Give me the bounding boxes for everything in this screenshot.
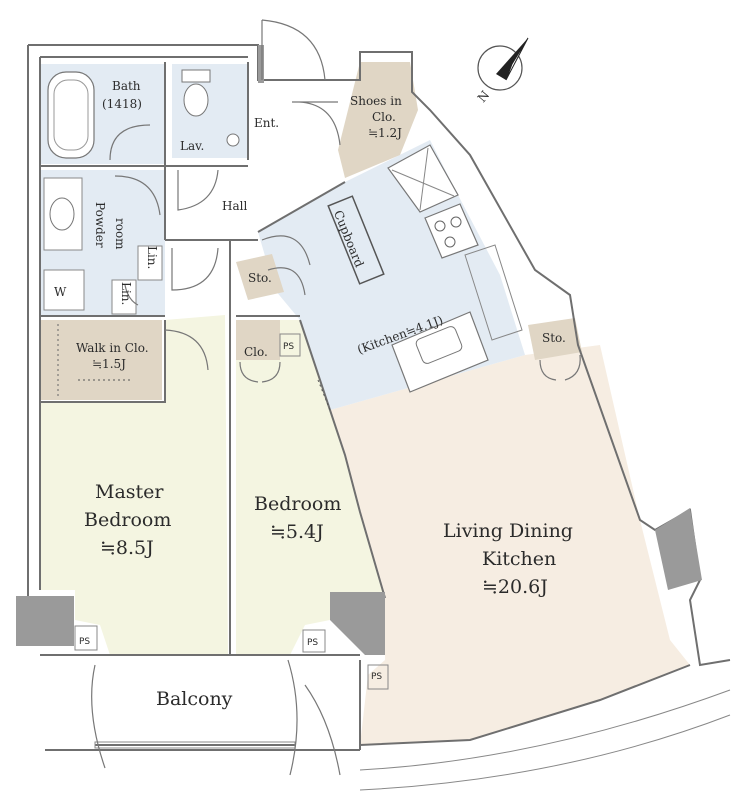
- column-mid: [330, 592, 385, 655]
- compass-ring: [477, 45, 523, 91]
- compass: N: [475, 37, 529, 105]
- entrance-label: Ent.: [254, 116, 279, 130]
- ldk-size: ≒20.6J: [482, 576, 548, 598]
- walk-in-closet-floor: [40, 320, 162, 400]
- closet-floor: [236, 320, 280, 360]
- vanity-sink: [49, 197, 75, 231]
- lav-sink: [226, 133, 240, 147]
- bedroom-size: ≒5.4J: [270, 521, 324, 543]
- kitchen-counter-back: [387, 144, 459, 213]
- compass-north-label: N: [475, 88, 492, 105]
- washer-space: [43, 269, 85, 311]
- storage-2-floor: [528, 318, 582, 360]
- bedroom-floor: [236, 320, 385, 655]
- balcony-label: Balcony: [156, 688, 233, 710]
- compass-needle: [496, 38, 528, 80]
- master-bedroom-size: ≒8.5J: [100, 537, 154, 559]
- cupboard-unit: [327, 195, 385, 285]
- ps-box-3: [302, 629, 326, 653]
- shoes-closet-label-2: Clo.: [372, 110, 396, 124]
- storage-2-label: Sto.: [542, 331, 566, 345]
- hood-x2: [419, 147, 429, 211]
- linen-2-shelf: [111, 279, 137, 315]
- ldk-label-2: Kitchen: [482, 548, 556, 570]
- shoes-closet-size: ≒1.2J: [368, 126, 402, 140]
- bath-size-label: (1418): [102, 97, 142, 111]
- bath-label: Bath: [112, 79, 141, 93]
- ps-label-1: PS: [283, 342, 294, 352]
- ps-label-4: PS: [371, 672, 382, 682]
- closet-shelf: [317, 379, 331, 411]
- doors: [91, 19, 581, 776]
- master-bedroom-label: Master: [95, 481, 164, 503]
- lav-label: Lav.: [180, 139, 204, 153]
- compass-needle-tail: [505, 37, 529, 81]
- ldk-floor: [330, 345, 690, 745]
- fridge-space: [464, 244, 523, 341]
- shoes-closet-floor: [338, 62, 418, 178]
- ldk-label: Living Dining: [443, 520, 573, 542]
- closet-label: Clo.: [244, 345, 268, 359]
- column-left: [16, 596, 74, 646]
- ps-label-2: PS: [79, 637, 90, 647]
- storage-1-label: Sto.: [248, 271, 272, 285]
- cooktop: [424, 203, 479, 259]
- balcony-edge: [359, 689, 731, 771]
- hall-label: Hall: [222, 199, 247, 213]
- ps-box-1: [279, 333, 301, 357]
- master-bedroom-floor: [40, 315, 228, 655]
- storage-1-floor: [236, 254, 284, 300]
- walk-in-closet-label: Walk in Clo.: [76, 341, 149, 355]
- wall-notch-top: [258, 45, 264, 83]
- walk-in-closet-size: ≒1.5J: [92, 357, 126, 371]
- shoes-closet-label: Shoes in: [350, 94, 402, 108]
- balcony-edge-2: [359, 714, 731, 791]
- powder-label: Powder: [93, 202, 107, 248]
- ps-box-4: [367, 664, 389, 690]
- burner-1: [434, 220, 446, 232]
- bathtub-inner: [53, 79, 89, 151]
- burner-2: [450, 216, 462, 228]
- master-bedroom-label-2: Bedroom: [84, 509, 171, 531]
- linen-1-shelf: [137, 245, 163, 281]
- bathtub: [47, 71, 95, 159]
- walls: [27, 44, 731, 751]
- linen-1-label: Lin.: [145, 246, 159, 269]
- column-right: [655, 508, 702, 590]
- washer-label: W: [54, 285, 67, 299]
- toilet-bowl: [183, 83, 209, 117]
- ps-label-3: PS: [307, 638, 318, 648]
- toilet-tank: [181, 69, 211, 83]
- powder-label-2: room: [113, 218, 127, 250]
- ps-box-2: [74, 625, 98, 651]
- bedroom-label: Bedroom: [254, 493, 341, 515]
- linen-2-label: Lin.: [119, 282, 133, 305]
- burner-3: [444, 236, 456, 248]
- island-sink: [415, 326, 463, 364]
